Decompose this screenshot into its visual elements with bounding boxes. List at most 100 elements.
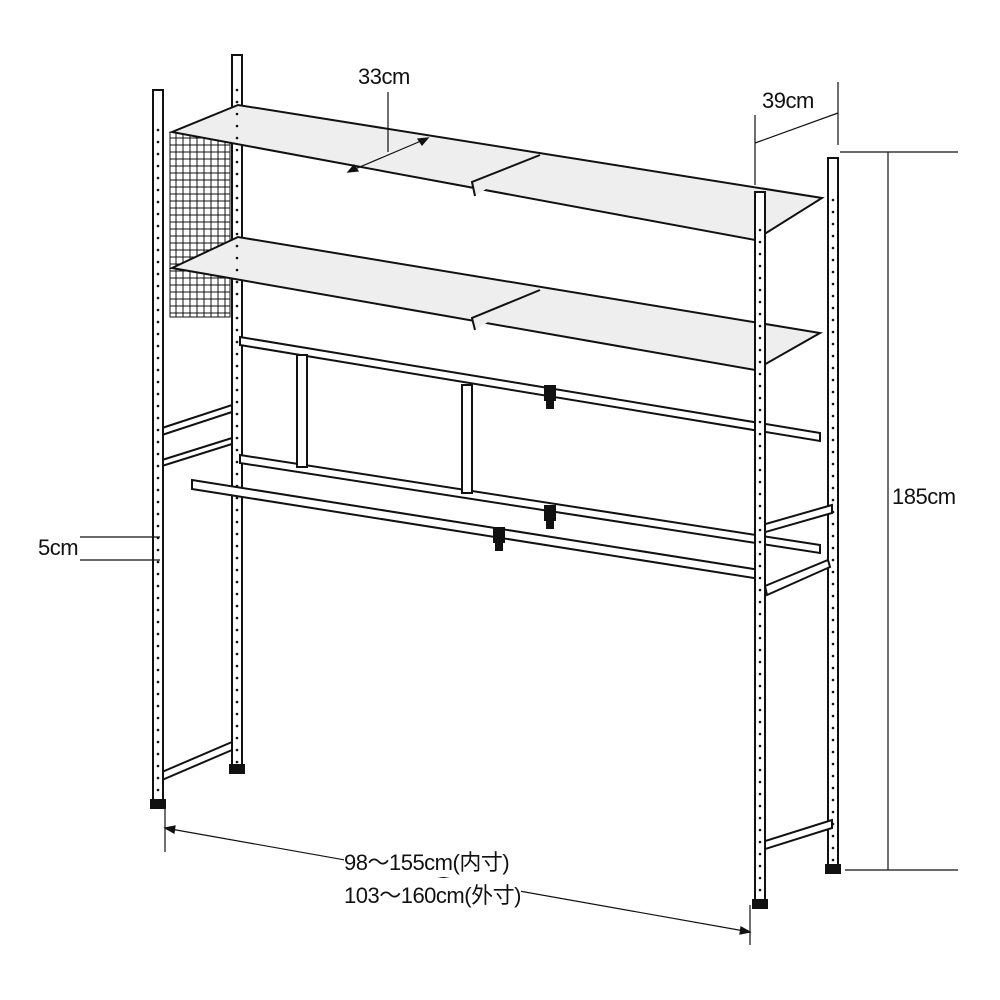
post-hole [235, 484, 239, 488]
post-hole [831, 210, 835, 214]
post-hole [758, 348, 762, 352]
post-hole [156, 608, 160, 612]
post-hole [758, 408, 762, 412]
post-hole [156, 596, 160, 600]
post-hole [831, 390, 835, 394]
post-hole [156, 260, 160, 264]
left-front-post [152, 89, 164, 806]
post-hole [831, 570, 835, 574]
post-hole [831, 834, 835, 838]
rails [161, 335, 833, 852]
post-hole [235, 328, 239, 332]
post-hole [831, 822, 835, 826]
post-hole [831, 330, 835, 334]
post-hole [831, 606, 835, 610]
post-hole [831, 762, 835, 766]
post-hole [156, 656, 160, 660]
post-hole [831, 642, 835, 646]
post-hole [235, 556, 239, 560]
post-hole [156, 644, 160, 648]
post-hole [831, 294, 835, 298]
post-hole [758, 864, 762, 868]
post-hole [831, 354, 835, 358]
post-hole [235, 88, 239, 92]
post-hole [758, 840, 762, 844]
post-hole [831, 618, 835, 622]
post-hole [235, 364, 239, 368]
post-hole [831, 222, 835, 226]
post-hole [235, 640, 239, 644]
post-hole [758, 444, 762, 448]
post-hole [235, 352, 239, 356]
post-hole [758, 588, 762, 592]
post-hole [156, 296, 160, 300]
post-hole [758, 648, 762, 652]
post-hole [758, 396, 762, 400]
post-hole [235, 412, 239, 416]
post-hole [235, 196, 239, 200]
post-hole [156, 776, 160, 780]
post-hole [235, 268, 239, 272]
post-hole [831, 774, 835, 778]
post-hole [235, 568, 239, 572]
post-hole [831, 810, 835, 814]
post-hole [758, 612, 762, 616]
post-hole [156, 428, 160, 432]
post-hole [758, 336, 762, 340]
post-hole [156, 728, 160, 732]
post-hole [235, 700, 239, 704]
top-shelf [168, 103, 825, 242]
post-hole [156, 392, 160, 396]
post-hole [831, 426, 835, 430]
post-hole [235, 304, 239, 308]
post-hole [831, 414, 835, 418]
post-hole [156, 404, 160, 408]
post-hole [235, 544, 239, 548]
post-holes [156, 88, 835, 892]
post-hole [758, 780, 762, 784]
post-hole [235, 664, 239, 668]
second-shelf [168, 235, 823, 372]
post-hole [758, 816, 762, 820]
post-hole [758, 636, 762, 640]
post-hole [235, 688, 239, 692]
post-hole [156, 692, 160, 696]
post-hole [235, 652, 239, 656]
post-hole [235, 124, 239, 128]
shelf-depth-label: 33cm [358, 64, 410, 89]
post-hole [831, 690, 835, 694]
post-hole [758, 540, 762, 544]
post-hole [156, 380, 160, 384]
post-hole [758, 600, 762, 604]
post-hole [156, 500, 160, 504]
post-hole [758, 324, 762, 328]
post-hole [235, 172, 239, 176]
post-hole [758, 264, 762, 268]
post-hole [831, 558, 835, 562]
post-hole [235, 712, 239, 716]
post-hole [758, 504, 762, 508]
post-hole [831, 246, 835, 250]
post-hole [156, 632, 160, 636]
right-front-post [754, 191, 766, 906]
post-hole [831, 594, 835, 598]
post-hole [156, 788, 160, 792]
post-hole [156, 272, 160, 276]
post-hole [758, 252, 762, 256]
post-hole [831, 750, 835, 754]
post-hole [758, 456, 762, 460]
post-hole [831, 546, 835, 550]
post-hole [831, 498, 835, 502]
post-hole [831, 714, 835, 718]
post-hole [758, 744, 762, 748]
post-hole [235, 256, 239, 260]
post-hole [156, 548, 160, 552]
post-hole [758, 528, 762, 532]
post-hole [758, 768, 762, 772]
post-hole [235, 448, 239, 452]
post-hole [758, 492, 762, 496]
dimension-lines [80, 82, 958, 945]
post-hole [831, 270, 835, 274]
post-hole [758, 804, 762, 808]
post-hole [831, 486, 835, 490]
